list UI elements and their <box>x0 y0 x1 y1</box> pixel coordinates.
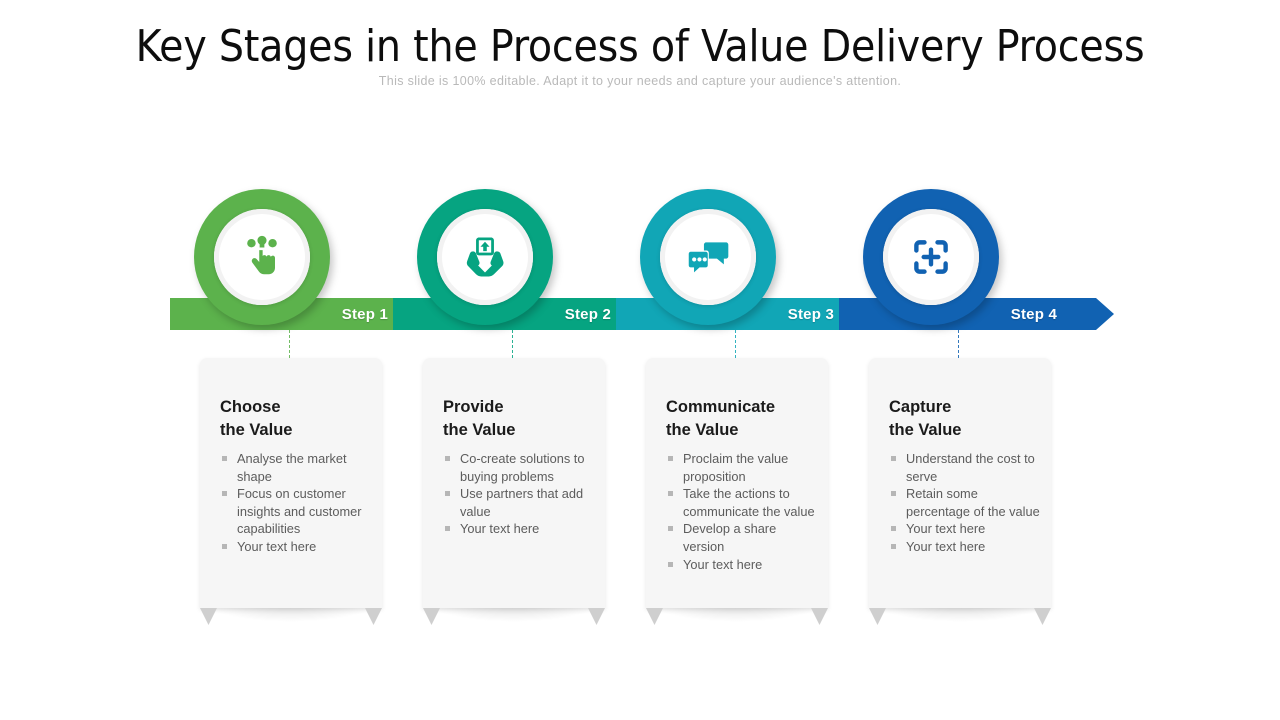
step-circle-2[interactable] <box>417 189 553 325</box>
step-card-2-heading-line1: Provide <box>443 398 504 416</box>
step-connector-2 <box>512 330 513 358</box>
list-item: Your text here <box>666 556 818 574</box>
step-bar-2-label: Step 2 <box>564 305 611 323</box>
step-card-3-heading: Communicate the Value <box>666 396 816 442</box>
list-item: Develop a share version <box>666 520 818 555</box>
step-connector-3 <box>735 330 736 358</box>
list-item: Retain some percentage of the value <box>889 485 1041 520</box>
list-item: Proclaim the value proposition <box>666 450 818 485</box>
step-circle-4-ring <box>883 209 979 305</box>
step-connector-4 <box>958 330 959 358</box>
step-card-1[interactable]: Choose the Value Analyse the market shap… <box>200 358 382 608</box>
step-card-2-heading: Provide the Value <box>443 396 593 442</box>
step-card-1-bullets: Analyse the market shape Focus on custom… <box>220 450 372 556</box>
step-card-1-heading-line1: Choose <box>220 398 281 416</box>
step-card-2-heading-line2: the Value <box>443 421 516 439</box>
step-card-4[interactable]: Capture the Value Understand the cost to… <box>869 358 1051 608</box>
step-card-1-heading-line2: the Value <box>220 421 293 439</box>
list-item: Understand the cost to serve <box>889 450 1041 485</box>
capture-frame-plus-icon <box>914 240 948 274</box>
list-item: Use partners that add value <box>443 485 595 520</box>
step-connector-1 <box>289 330 290 358</box>
hands-holding-box-upload-icon <box>466 237 504 277</box>
step-card-3[interactable]: Communicate the Value Proclaim the value… <box>646 358 828 608</box>
list-item: Focus on customer insights and customer … <box>220 485 372 538</box>
hand-tap-icon <box>247 235 277 275</box>
step-card-4-heading-line2: the Value <box>889 421 962 439</box>
step-card-2-bullets: Co-create solutions to buying problems U… <box>443 450 595 538</box>
list-item: Analyse the market shape <box>220 450 372 485</box>
list-item: Co-create solutions to buying problems <box>443 450 595 485</box>
step-card-4-heading-line1: Capture <box>889 398 952 416</box>
step-card-4-bullets: Understand the cost to serve Retain some… <box>889 450 1041 556</box>
step-circle-1[interactable] <box>194 189 330 325</box>
step-card-3-heading-line2: the Value <box>666 421 739 439</box>
list-item: Your text here <box>443 520 595 538</box>
list-item: Take the actions to communicate the valu… <box>666 485 818 520</box>
list-item: Your text here <box>889 538 1041 556</box>
step-circle-1-ring <box>214 209 310 305</box>
step-bar-4-label: Step 4 <box>1010 305 1057 323</box>
step-card-2[interactable]: Provide the Value Co-create solutions to… <box>423 358 605 608</box>
step-circle-2-ring <box>437 209 533 305</box>
list-item: Your text here <box>220 538 372 556</box>
step-bar-3-label: Step 3 <box>787 305 834 323</box>
page-title: Key Stages in the Process of Value Deliv… <box>135 21 1145 72</box>
step-circle-3[interactable] <box>640 189 776 325</box>
step-card-4-heading: Capture the Value <box>889 396 1039 442</box>
step-card-3-heading-line1: Communicate <box>666 398 776 416</box>
list-item: Your text here <box>889 520 1041 538</box>
step-bar-1-label: Step 1 <box>341 305 388 323</box>
chat-bubbles-icon <box>687 242 729 275</box>
step-card-1-heading: Choose the Value <box>220 396 370 442</box>
page-subtitle: This slide is 100% editable. Adapt it to… <box>378 74 902 88</box>
step-card-3-bullets: Proclaim the value proposition Take the … <box>666 450 818 573</box>
step-circle-3-ring <box>660 209 756 305</box>
step-circle-4[interactable] <box>863 189 999 325</box>
